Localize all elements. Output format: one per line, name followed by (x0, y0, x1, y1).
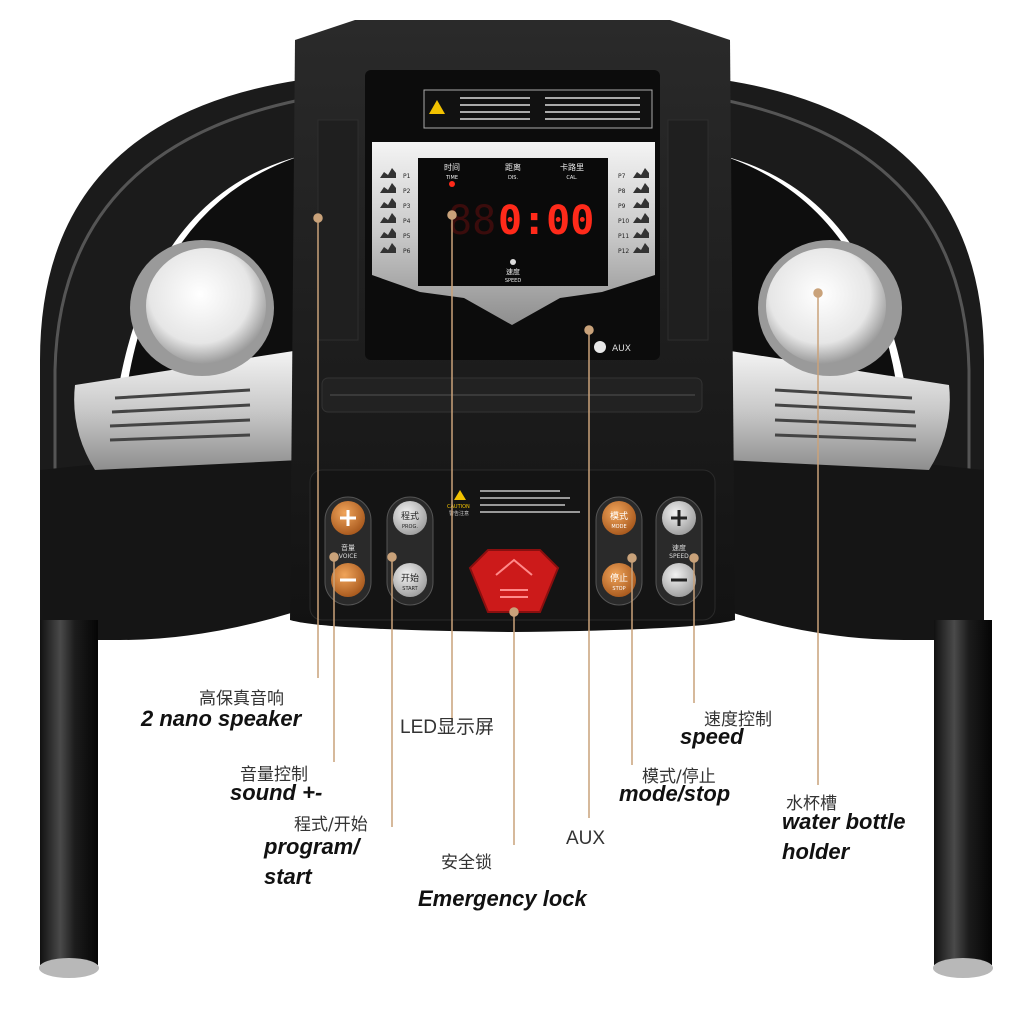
program-label: P1 (403, 173, 411, 180)
mode-button-en: MODE (611, 524, 626, 530)
speed-button-label-en: SPEED (669, 553, 689, 560)
left-silver-grille (74, 350, 300, 470)
program-profile-icon (380, 198, 396, 208)
aux-port-label: AUX (612, 344, 631, 354)
program-profile-icon (380, 213, 396, 223)
mode-button[interactable]: 模式 MODE (602, 501, 636, 535)
bottle-label-cn: 水杯槽 (786, 794, 837, 814)
display-frame (372, 142, 655, 325)
distance-label-en: DIS. (508, 175, 518, 181)
program-profile-icon (380, 228, 396, 238)
calorie-label-cn: 卡路里 (560, 162, 584, 172)
stop-button-en: STOP (612, 586, 625, 592)
program-button-cn: 程式 (401, 510, 419, 522)
program-label: P3 (403, 203, 411, 210)
program-button[interactable]: 程式 PROG. (393, 501, 427, 535)
speaker-label-en: 2 nano speaker (141, 706, 302, 731)
bottle-label-en-line1: water bottle (782, 809, 906, 834)
calorie-label-en: CAL. (566, 175, 578, 181)
program-button-en: PROG. (402, 524, 418, 530)
mode-button-cn: 模式 (610, 510, 628, 522)
mode-label-en: mode/stop (619, 781, 731, 806)
program-profile-icon (380, 168, 396, 178)
program-label: P11 (618, 233, 629, 240)
program-profile-icon (633, 183, 649, 193)
speed-label-cn-annot: 速度控制 (704, 710, 772, 730)
program-profile-icon (633, 228, 649, 238)
start-button[interactable]: 开始 START (393, 563, 427, 597)
volume-down-button[interactable] (331, 563, 365, 597)
speed-up-button[interactable] (662, 501, 696, 535)
mode-label-cn: 模式/停止 (642, 767, 716, 787)
aux-port[interactable]: AUX (594, 341, 631, 354)
program-label: P2 (403, 188, 411, 195)
program-label: P9 (618, 203, 626, 210)
safety-lock-label-en: Emergency lock (418, 886, 587, 911)
program-profile-icon (380, 183, 396, 193)
sound-label-cn: 音量控制 (240, 765, 308, 785)
safety-lock-label-cn: 安全锁 (441, 853, 492, 873)
display-labels: 时间 TIME 距离 DIS. 卡路里 CAL. 速度 SPEED (444, 162, 584, 284)
left-upright-pole (39, 620, 99, 978)
right-speaker-grille (667, 119, 709, 341)
start-button-en: START (402, 586, 418, 592)
sound-label-en: sound +- (230, 780, 323, 805)
annotation-leaders (313, 210, 823, 845)
program-label: P4 (403, 218, 411, 225)
speed-down-button[interactable] (662, 563, 696, 597)
program-profile-icon (633, 168, 649, 178)
program-label: P12 (618, 248, 629, 255)
right-upright-pole (933, 620, 993, 978)
program-label: P6 (403, 248, 411, 255)
program-label: P5 (403, 233, 411, 240)
program-profile-icon (633, 198, 649, 208)
aux-label: AUX (566, 828, 606, 849)
left-speaker-grille (317, 119, 359, 341)
speed-label-en-annot: speed (680, 724, 744, 749)
bottle-label-en-line2: holder (782, 839, 850, 864)
program-label-en-line2: start (264, 864, 312, 889)
program-label: P8 (618, 188, 626, 195)
time-indicator (449, 181, 455, 187)
emergency-safety-key[interactable] (468, 549, 560, 613)
left-bottle-holder (130, 240, 274, 376)
program-profile-icon (633, 213, 649, 223)
program-label: P7 (618, 173, 626, 180)
program-label-en-line1: program/ (264, 834, 360, 859)
led-display-label: LED显示屏 (400, 717, 494, 738)
right-bottle-holder (758, 240, 902, 376)
speed-label-cn: 速度 (506, 267, 520, 276)
stop-button-cn: 停止 (610, 572, 628, 584)
stop-button[interactable]: 停止 STOP (602, 563, 636, 597)
led-display: 88 0:00 (448, 198, 594, 244)
distance-label-cn: 距离 (505, 162, 521, 172)
led-ghost-digits: 88 (448, 198, 496, 244)
program-profile-icon (633, 243, 649, 253)
volume-up-button[interactable] (331, 501, 365, 535)
speed-button-label-cn: 速度 (672, 543, 686, 552)
speed-label-en: SPEED (505, 278, 522, 284)
time-label-cn: 时间 (444, 162, 460, 172)
program-label-cn: 程式/开始 (294, 815, 368, 835)
right-silver-grille (724, 350, 950, 470)
caution-sticker-top (423, 89, 653, 129)
voice-label-en: VOICE (339, 553, 358, 560)
caution-cn: 警告注意 (449, 510, 469, 517)
speaker-label-cn: 高保真音响 (199, 689, 284, 709)
voice-label-cn: 音量 (341, 543, 355, 552)
caution-title: CAUTION (447, 504, 470, 510)
start-button-cn: 开始 (401, 572, 419, 584)
caution-sticker-lower: CAUTION 警告注意 (447, 490, 580, 517)
led-time-readout: 0:00 (498, 198, 594, 244)
program-profile-icon (380, 243, 396, 253)
time-label-en: TIME (445, 175, 458, 181)
program-label: P10 (618, 218, 629, 225)
